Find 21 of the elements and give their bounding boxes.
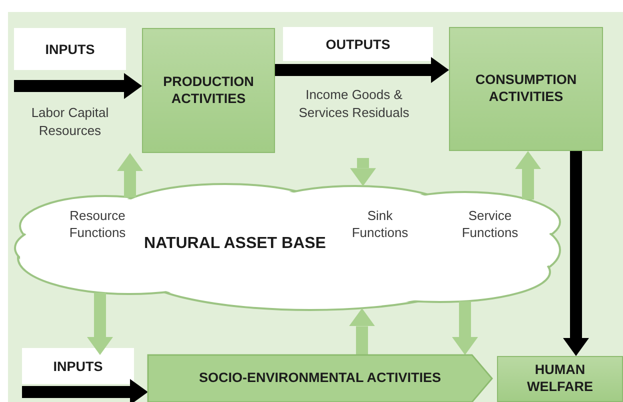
arrow <box>350 158 376 186</box>
edge-label: INPUTS <box>14 28 126 70</box>
activity-box <box>497 356 623 402</box>
item-list: Income Goods & Services Residuals <box>295 86 413 122</box>
activity-box <box>449 27 603 151</box>
item-list: Labor Capital Resources <box>30 104 110 140</box>
arrow <box>14 73 142 99</box>
box-label: PRODUCTION ACTIVITIES <box>162 74 255 108</box>
activity-box <box>142 28 275 153</box>
chevron-label: SOCIO-ENVIRONMENTAL ACTIVITIES <box>198 370 442 387</box>
arrow <box>275 57 449 83</box>
box-label: CONSUMPTION ACTIVITIES <box>474 72 578 106</box>
arrow <box>349 308 375 355</box>
arrow <box>22 379 148 402</box>
arrow <box>563 151 589 356</box>
box-label: HUMAN WELFARE <box>526 362 594 396</box>
edge-label: OUTPUTS <box>283 27 433 61</box>
edge-label: INPUTS <box>22 348 134 384</box>
arrow <box>87 292 113 355</box>
arrow <box>452 301 478 355</box>
chevron-box <box>148 355 492 402</box>
